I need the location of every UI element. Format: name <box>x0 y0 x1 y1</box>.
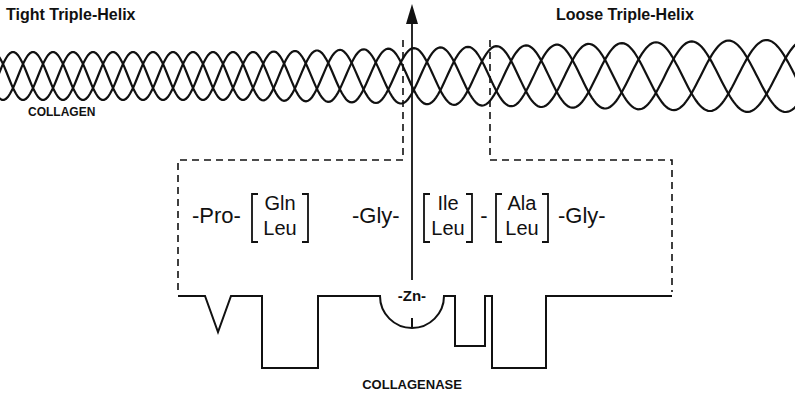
metal-label: -Zn- <box>396 287 428 304</box>
cleavage-arrow <box>406 4 418 280</box>
residue-label: -Gly- <box>558 203 606 228</box>
residue-label: -Gly- <box>352 203 400 228</box>
region-label: Loose Triple-Helix <box>556 6 694 24</box>
residue-label: Ala <box>508 192 537 215</box>
residue-label: Gln <box>264 192 295 215</box>
triple-helix <box>0 40 795 112</box>
sequence-brackets <box>252 194 548 242</box>
residue-label: Leu <box>505 217 538 240</box>
zoom-outline <box>178 40 672 292</box>
helix-strand <box>0 40 795 112</box>
helix-strand <box>0 40 795 111</box>
residue-label: Leu <box>263 217 296 240</box>
residue-label: -Pro- <box>192 203 241 228</box>
residue-label: Ile <box>437 192 458 215</box>
residue-label: - <box>480 203 487 228</box>
enzyme-label: COLLAGENASE <box>362 378 462 393</box>
molecule-label: COLLAGEN <box>28 106 95 120</box>
region-label: Tight Triple-Helix <box>6 6 136 24</box>
enzyme-surface <box>178 296 672 368</box>
helix-strand <box>0 41 795 113</box>
residue-label: Leu <box>431 217 464 240</box>
